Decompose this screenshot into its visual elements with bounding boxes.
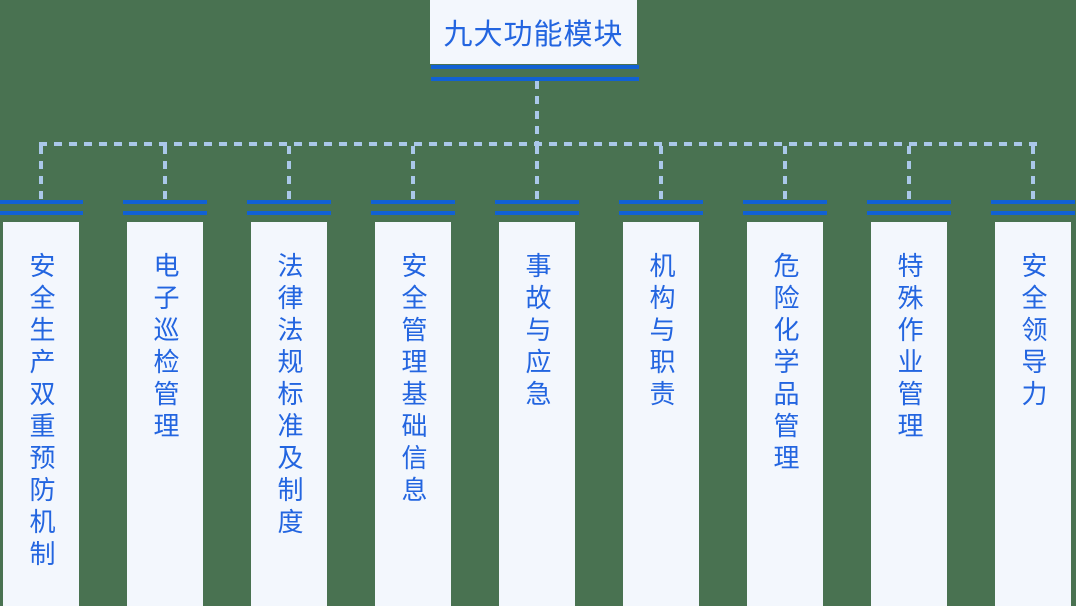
- module-label: 特殊作业管理: [894, 252, 924, 444]
- module-node-8: 特殊作业管理: [867, 200, 951, 606]
- module-label: 安全领导力: [1018, 252, 1048, 412]
- module-label: 安全生产双重预防机制: [26, 252, 56, 572]
- node-top-bar: [123, 211, 207, 215]
- module-panel: 安全领导力: [995, 222, 1071, 606]
- module-panel: 电子巡检管理: [127, 222, 203, 606]
- module-node-1: 安全生产双重预防机制: [0, 200, 83, 606]
- module-panel: 安全管理基础信息: [375, 222, 451, 606]
- module-panel: 危险化学品管理: [747, 222, 823, 606]
- node-top-bar: [743, 211, 827, 215]
- module-panel: 事故与应急: [499, 222, 575, 606]
- module-label: 安全管理基础信息: [398, 252, 428, 508]
- node-top-bar: [991, 200, 1075, 204]
- root-node: 九大功能模块: [430, 0, 637, 64]
- root-underline-bar-2: [431, 77, 639, 81]
- connector-stub-6: [659, 146, 663, 200]
- connector-stub-4: [411, 146, 415, 200]
- connector-stub-8: [907, 146, 911, 200]
- module-node-2: 电子巡检管理: [123, 200, 207, 606]
- connector-stub-3: [287, 146, 291, 200]
- module-node-4: 安全管理基础信息: [371, 200, 455, 606]
- connector-horizontal-rail: [39, 142, 1037, 146]
- connector-stub-1: [39, 146, 43, 200]
- node-top-bar: [619, 211, 703, 215]
- module-label: 电子巡检管理: [150, 252, 180, 444]
- module-panel: 特殊作业管理: [871, 222, 947, 606]
- node-top-bar: [991, 211, 1075, 215]
- module-node-6: 机构与职责: [619, 200, 703, 606]
- module-panel: 安全生产双重预防机制: [3, 222, 79, 606]
- module-label: 危险化学品管理: [770, 252, 800, 476]
- node-top-bar: [0, 211, 83, 215]
- node-top-bar: [867, 211, 951, 215]
- node-top-bar: [371, 211, 455, 215]
- root-node-label: 九大功能模块: [443, 19, 624, 51]
- node-top-bar: [247, 200, 331, 204]
- node-top-bar: [371, 200, 455, 204]
- module-label: 事故与应急: [522, 252, 552, 412]
- connector-stub-2: [163, 146, 167, 200]
- connector-root-stem: [535, 81, 539, 143]
- node-top-bar: [247, 211, 331, 215]
- module-panel: 机构与职责: [623, 222, 699, 606]
- connector-stub-7: [783, 146, 787, 200]
- connector-stub-5: [535, 146, 539, 200]
- node-top-bar: [495, 200, 579, 204]
- module-label: 法律法规标准及制度: [274, 252, 304, 540]
- node-top-bar: [495, 211, 579, 215]
- module-node-7: 危险化学品管理: [743, 200, 827, 606]
- module-node-5: 事故与应急: [495, 200, 579, 606]
- node-top-bar: [123, 200, 207, 204]
- node-top-bar: [743, 200, 827, 204]
- node-top-bar: [619, 200, 703, 204]
- module-node-3: 法律法规标准及制度: [247, 200, 331, 606]
- connector-stub-9: [1031, 146, 1035, 200]
- root-underline-bar-1: [431, 65, 639, 69]
- module-node-9: 安全领导力: [991, 200, 1075, 606]
- module-panel: 法律法规标准及制度: [251, 222, 327, 606]
- module-label: 机构与职责: [646, 252, 676, 412]
- node-top-bar: [867, 200, 951, 204]
- node-top-bar: [0, 200, 83, 204]
